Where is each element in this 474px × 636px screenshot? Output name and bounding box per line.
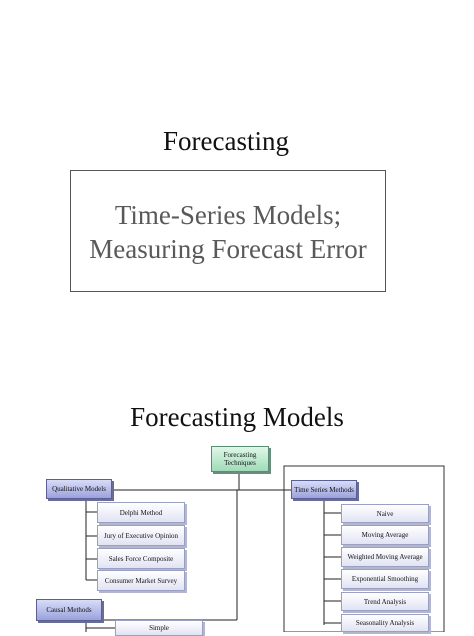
subtitle-line-1: Time-Series Models; [114,200,342,230]
delphi-method-node: Delphi Method [97,502,185,523]
qualitative-models-node: Qualitative Models [46,479,112,499]
time-series-group-outline [283,465,445,632]
exponential-smoothing-node: Exponential Smoothing [341,569,429,589]
seasonality-analysis-node: Seasonality Analysis [341,614,429,632]
slide1-title: Forecasting [163,126,289,156]
slide2-title: Forecasting Models [130,402,344,432]
simple-node: Simple [115,620,203,636]
naive-node: Naive [341,504,429,523]
trend-analysis-node: Trend Analysis [341,592,429,611]
subtitle-box [70,170,386,292]
consumer-market-survey-node: Consumer Market Survey [97,570,185,591]
jury-executive-opinion-node: Jury of Executive Opinion [97,525,185,546]
time-series-methods-node: Time Series Methods [291,480,357,499]
subtitle-line-2: Measuring Forecast Error [89,234,367,264]
root-node: Forecasting Techniques [211,446,269,472]
causal-methods-node: Causal Methods [36,599,102,621]
sales-force-composite-node: Sales Force Composite [97,548,185,569]
moving-average-node: Moving Average [341,525,429,545]
weighted-moving-average-node: Weighted Moving Average [341,547,429,567]
